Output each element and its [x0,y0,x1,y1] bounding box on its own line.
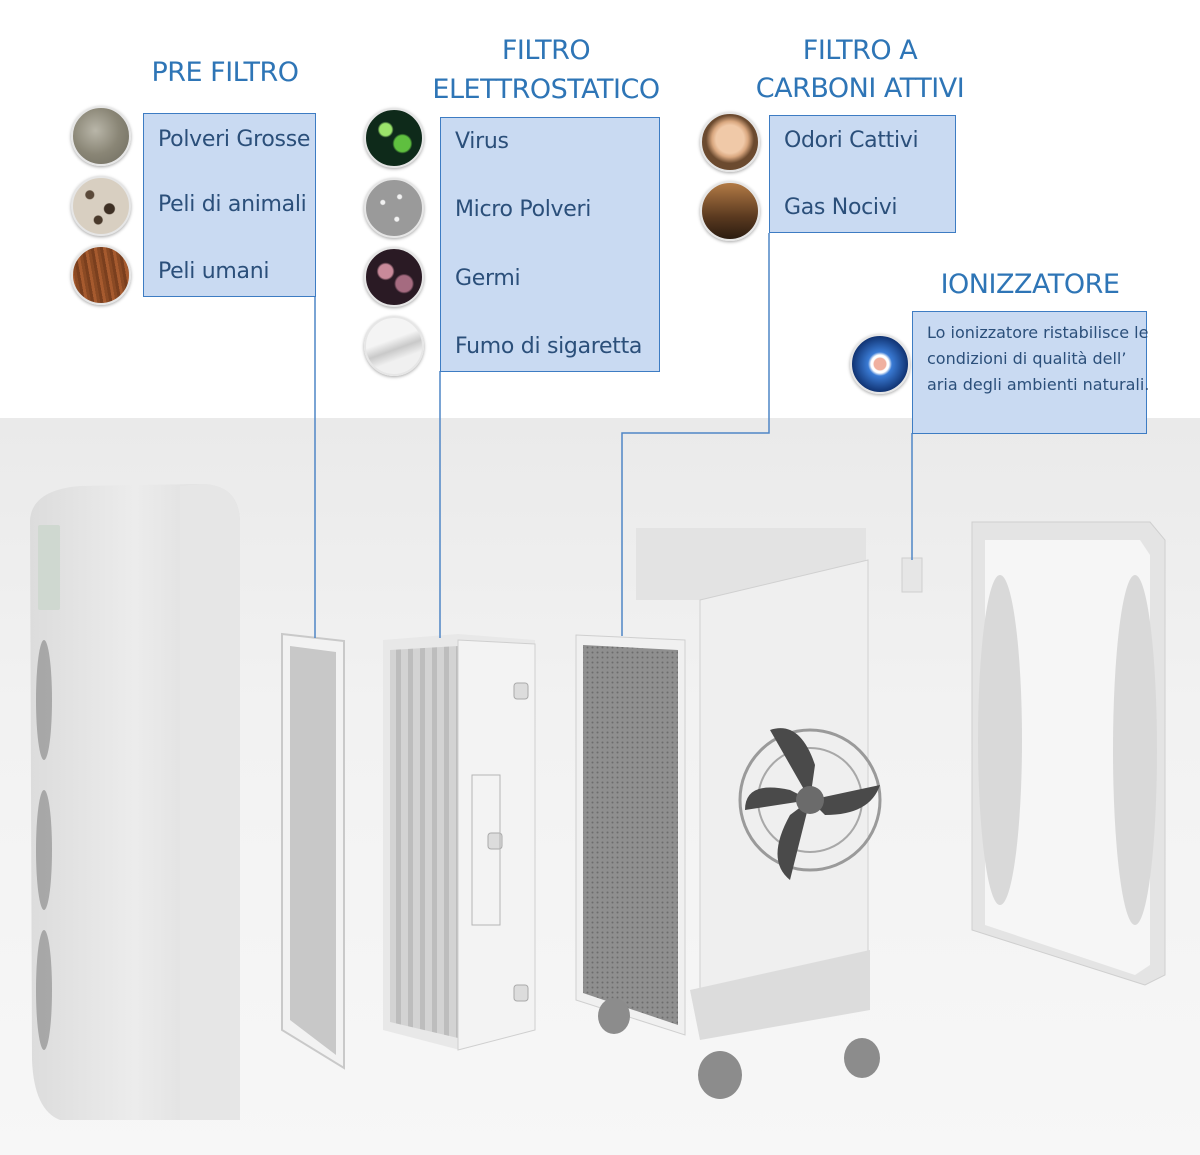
carbon-filter-panel [575,634,686,1036]
electrostatic-filter-unit [383,634,536,1051]
human-hair-icon [71,245,131,305]
animal-hair-icon [71,176,131,236]
title-elettrostatico-line2: ELETTROSTATICO [432,74,660,105]
carboni-box: Odori Cattivi Gas Nocivi [769,115,956,233]
ion-icon [850,334,910,394]
list-item: Germi [455,266,521,291]
micro-dust-icon [364,178,424,238]
list-item: Fumo di sigaretta [455,334,643,359]
germ-icon [364,247,424,307]
list-item: Odori Cattivi [784,128,919,153]
pre-filtro-box: Polveri Grosse Peli di animali Peli uman… [143,113,316,297]
list-item: Micro Polveri [455,197,592,222]
connector-lines [314,233,913,638]
virus-icon [364,108,424,168]
bad-odor-icon [700,112,760,172]
title-ionizzatore: IONIZZATORE [940,269,1120,300]
back-cover [971,521,1166,986]
title-carboni-line1: FILTRO A [802,35,918,66]
list-item: Gas Nocivi [784,195,898,220]
list-item: Peli di animali [158,192,307,217]
toxic-gas-icon [700,181,760,241]
cigarette-smoke-icon [364,316,424,376]
list-item: Polveri Grosse [158,127,311,152]
elettrostatico-box: Virus Micro Polveri Germi Fumo di sigare… [440,117,660,372]
list-item: Virus [455,129,509,154]
title-pre-filtro: PRE FILTRO [151,57,299,88]
ionizzatore-box: Lo ionizzatore ristabilisce le condizion… [912,311,1149,434]
title-carboni-line2: CARBONI ATTIVI [755,73,965,104]
purifier-body [30,484,240,1120]
title-elettrostatico-line1: FILTRO [501,35,591,66]
dust-icon [71,106,131,166]
pre-filter-panel [281,632,345,1070]
list-item: Peli umani [158,259,270,284]
ionizzatore-description: Lo ionizzatore ristabilisce le condizion… [927,323,1150,394]
connector-carboni [621,233,770,636]
fan-housing [598,528,923,1099]
